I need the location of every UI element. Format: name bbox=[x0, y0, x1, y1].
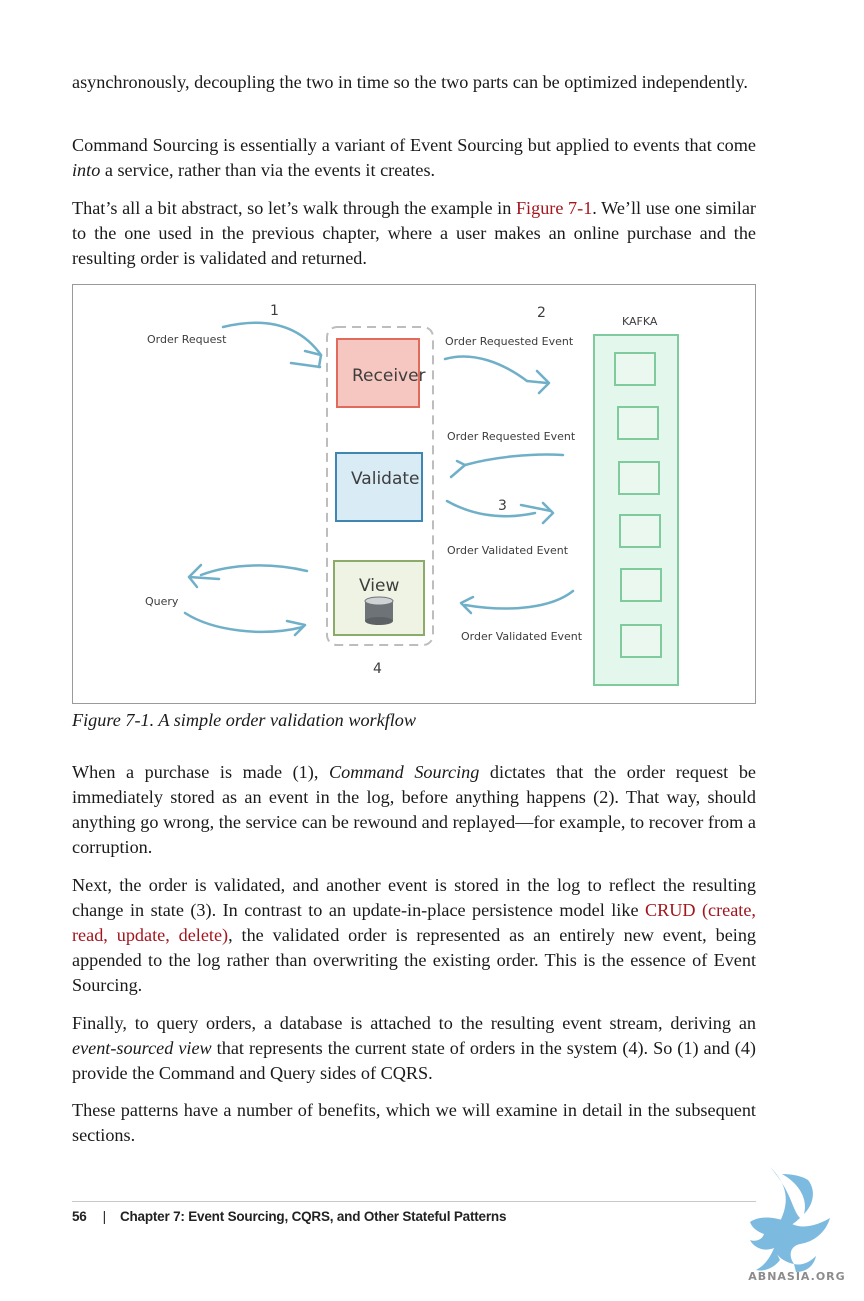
emphasis-event-sourced-view: event-sourced view bbox=[72, 1038, 212, 1058]
paragraph-6-text-a: Finally, to query orders, a database is … bbox=[72, 1013, 756, 1033]
validate-label: Validate bbox=[351, 469, 420, 489]
receiver-to-kafka-arrow bbox=[443, 355, 551, 395]
paragraph-4-text-a: When a purchase is made (1), bbox=[72, 762, 329, 782]
query-label: Query bbox=[145, 595, 179, 608]
paragraph-1: asynchronously, decoupling the two in ti… bbox=[72, 72, 748, 92]
query-to-view-arrow bbox=[183, 611, 307, 637]
step-4-label: 4 bbox=[373, 661, 382, 677]
log-entry bbox=[618, 461, 660, 495]
order-request-arrow bbox=[221, 321, 323, 369]
watermark: ABNASIA.ORG bbox=[730, 1162, 864, 1296]
validate-to-kafka-arrow bbox=[445, 499, 555, 525]
database-icon bbox=[364, 596, 394, 625]
service-boundary bbox=[326, 326, 434, 646]
receiver-label: Receiver bbox=[352, 366, 426, 386]
validate-box bbox=[335, 452, 423, 522]
paragraph-2-text-a: Command Sourcing is essentially a varian… bbox=[72, 135, 756, 155]
paragraph-2-text-b: a service, rather than via the events it… bbox=[100, 160, 436, 180]
order-validated-event-label-1: Order Validated Event bbox=[447, 544, 569, 557]
watermark-text: ABNASIA.ORG bbox=[748, 1270, 845, 1283]
figure-caption: Figure 7-1. A simple order validation wo… bbox=[72, 710, 417, 730]
crud-link[interactable]: CRUD (create, read, update, delete) bbox=[72, 900, 756, 945]
paragraph-5-text-b: , the validated order is represented as … bbox=[72, 925, 757, 995]
paragraph-2: Command Sourcing is essentially a varian… bbox=[72, 133, 756, 183]
page-number: 56 bbox=[72, 1209, 87, 1224]
footer-separator: | bbox=[102, 1209, 107, 1224]
kafka-label: KAFKA bbox=[622, 315, 658, 328]
view-label: View bbox=[359, 576, 399, 596]
kafka-to-validate-arrow bbox=[449, 453, 565, 479]
paragraph-7: These patterns have a number of benefits… bbox=[72, 1100, 756, 1145]
kafka-partitions bbox=[614, 352, 662, 658]
kafka-to-view-arrow bbox=[459, 589, 575, 615]
paragraph-3: That’s all a bit abstract, so let’s walk… bbox=[72, 196, 756, 271]
view-to-query-arrow bbox=[187, 563, 309, 589]
log-entry bbox=[619, 514, 661, 548]
order-validated-event-label-2: Order Validated Event bbox=[461, 630, 583, 643]
page-footer: 56 | Chapter 7: Event Sourcing, CQRS, and … bbox=[72, 1209, 506, 1224]
log-entry bbox=[617, 406, 659, 440]
receiver-box bbox=[336, 338, 420, 408]
paragraph-4-text-b: dictates that the order request be immed… bbox=[72, 762, 756, 857]
emphasis-into: into bbox=[72, 160, 101, 180]
paragraph-3-text-b: . We’ll use one similar to the one used … bbox=[72, 198, 756, 268]
footer-rule bbox=[72, 1201, 756, 1202]
paragraph-4: When a purchase is made (1), Command Sou… bbox=[72, 760, 756, 860]
paragraph-3-text-a: That’s all a bit abstract, so let’s walk… bbox=[72, 198, 516, 218]
log-entry bbox=[620, 568, 662, 602]
paragraph-5-text-a: Next, the order is validated, and anothe… bbox=[72, 875, 756, 920]
step-1-label: 1 bbox=[270, 303, 279, 319]
order-requested-event-label-1: Order Requested Event bbox=[445, 335, 574, 348]
step-2-label: 2 bbox=[537, 305, 546, 321]
step-3-label: 3 bbox=[498, 498, 507, 514]
order-requested-event-label-2: Order Requested Event bbox=[447, 430, 576, 443]
figure-7-1-link[interactable]: Figure 7-1 bbox=[515, 198, 593, 218]
paragraph-6: Finally, to query orders, a database is … bbox=[72, 1011, 756, 1086]
workflow-diagram: 1 2 3 4 Receiver Validate View KAFKA bbox=[145, 303, 679, 686]
chapter-title: Chapter 7: Event Sourcing, CQRS, and Oth… bbox=[119, 1209, 507, 1224]
log-entry bbox=[614, 352, 656, 386]
order-request-label: Order Request bbox=[147, 333, 227, 346]
log-entry bbox=[620, 624, 662, 658]
paragraph-6-text-b: that represents the current state of ord… bbox=[72, 1038, 756, 1083]
figure-order-validation-workflow: 1 2 3 4 Receiver Validate View KAFKA bbox=[72, 284, 756, 704]
paragraph-5: Next, the order is validated, and anothe… bbox=[72, 873, 756, 998]
emphasis-command-sourcing: Command Sourcing bbox=[328, 762, 480, 782]
kafka-log bbox=[593, 334, 679, 686]
pegasus-logo-icon: ABNASIA.ORG bbox=[748, 1167, 845, 1283]
